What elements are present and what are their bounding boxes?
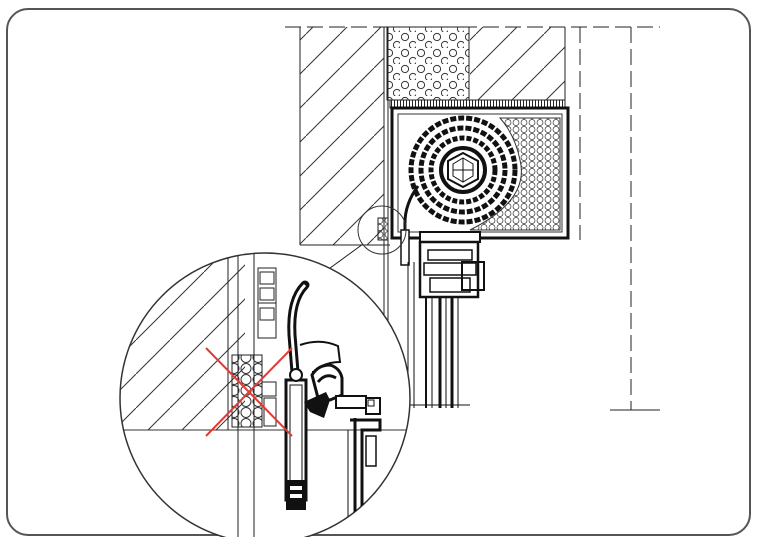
detail-marker: [357, 205, 407, 255]
shutter-roll: [408, 115, 518, 225]
window-frame: [394, 240, 485, 410]
shutter-box: [390, 106, 570, 266]
magnified-detail: [119, 252, 411, 537]
wall-section: [285, 26, 660, 411]
warning-cross-icon: [205, 347, 293, 437]
